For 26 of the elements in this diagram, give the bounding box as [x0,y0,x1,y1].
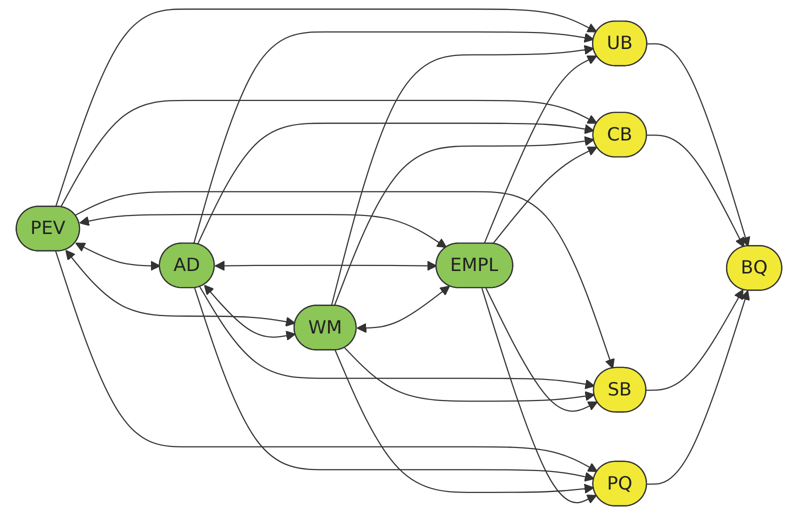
arrow [197,122,594,245]
arrow [334,350,594,494]
arrow [646,289,744,391]
arrow [344,347,595,402]
arrow [65,250,296,327]
arrow [79,214,447,248]
arrow [60,100,598,208]
arrow [194,288,595,482]
arrow [75,242,160,271]
arrow [330,44,594,306]
arrow [334,136,594,306]
arrow [647,43,750,247]
arrow [492,146,598,244]
arrow [356,286,450,333]
arrow [647,290,750,485]
arrow [484,55,598,244]
arrow [193,31,594,244]
arrow [75,191,615,369]
arrow [214,260,438,271]
arrow [481,288,597,504]
arrow [485,288,598,412]
arrow [646,134,744,248]
arrow [55,251,598,472]
arrow [204,284,296,341]
arrow [199,286,595,390]
arrow [55,8,598,208]
